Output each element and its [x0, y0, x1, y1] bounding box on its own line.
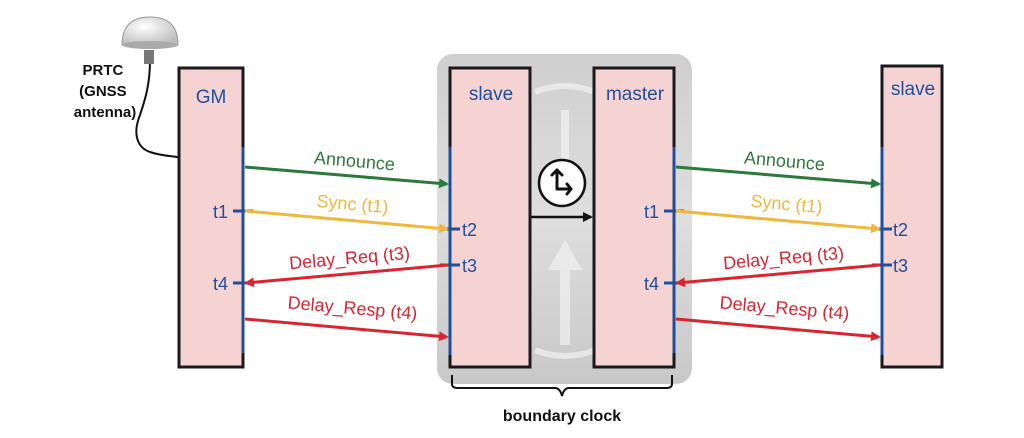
delay-resp-label-left: Delay_Resp (t4) [287, 292, 418, 324]
node-label-gm: GM [196, 87, 227, 108]
clock-hands-icon [550, 168, 573, 196]
announce-label-right: Announce [743, 148, 826, 175]
delay-resp-arrow-left [244, 317, 449, 342]
delay-resp-label-right: Delay_Resp (t4) [719, 292, 850, 324]
gm-t4-label: t4 [213, 274, 228, 294]
delay-req-arrow-left [244, 263, 449, 288]
sync-arrow-right [675, 209, 881, 234]
delay-req-arrow-right [675, 263, 881, 288]
master-t1-label: t1 [644, 202, 659, 222]
node-label-end-slave: slave [891, 79, 935, 100]
sync-label-left: Sync (t1) [316, 191, 390, 217]
clock-icon [537, 158, 587, 208]
announce-label-left: Announce [313, 148, 396, 175]
node-label-bc-master: master [606, 84, 665, 105]
antenna-mast [144, 50, 154, 64]
gm-t1-label: t1 [213, 202, 228, 222]
bc-slave-box [448, 66, 532, 369]
boundary-clock-bracket [451, 375, 673, 397]
antenna-dome-icon [121, 16, 179, 46]
antenna-label: PRTC (GNSS antenna) [74, 62, 137, 121]
node-label-bc-slave: slave [469, 84, 513, 105]
end-t2-label: t2 [893, 220, 908, 240]
gm-box [177, 66, 245, 369]
delay-resp-arrow-right [675, 317, 881, 342]
end-t3-label: t3 [893, 256, 908, 276]
sync-label-right: Sync (t1) [750, 191, 824, 217]
boundary-clock-label: boundary clock [503, 408, 621, 425]
bc-master-box [592, 66, 676, 369]
master-t4-label: t4 [644, 274, 659, 294]
bc-t3-label: t3 [462, 256, 477, 276]
bc-t2-label: t2 [462, 220, 477, 240]
boundary-clock-decoration [533, 83, 597, 359]
end-slave-box [880, 64, 944, 369]
antenna-cable [135, 59, 181, 159]
gnss-antenna [121, 16, 181, 159]
sync-arrow-left [244, 209, 449, 234]
announce-arrow-right [675, 165, 881, 189]
announce-arrow-left [244, 165, 449, 189]
